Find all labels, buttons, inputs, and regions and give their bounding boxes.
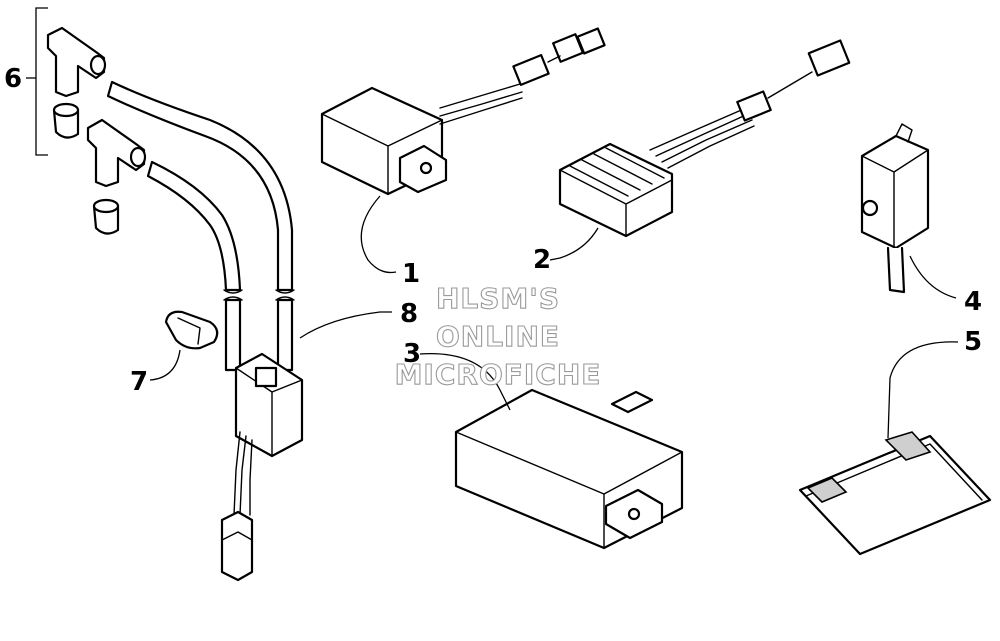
watermark-line-3: MICROFICHE: [395, 358, 602, 391]
leader-lines: [149, 195, 959, 439]
callout-7: 7: [130, 367, 148, 397]
part-3-ecu-box[interactable]: [454, 388, 684, 550]
callout-5: 5: [964, 327, 982, 357]
watermark-line-2: ONLINE: [436, 320, 560, 353]
part-4-sensor[interactable]: [860, 123, 930, 294]
part-7-clip[interactable]: [164, 310, 219, 350]
part-2-regulator[interactable]: [558, 39, 851, 238]
callout-8: 8: [400, 299, 418, 329]
callout-2: 2: [533, 245, 551, 275]
part-5-decal[interactable]: [798, 431, 992, 556]
callout-3: 3: [403, 339, 421, 369]
part-1-module[interactable]: [320, 27, 606, 196]
part-8-ignition-coil[interactable]: [106, 80, 304, 582]
callout-4: 4: [964, 287, 982, 317]
watermark-line-1: HLSM'S: [436, 282, 560, 315]
watermark: HLSM'S ONLINE MICROFICHE: [394, 281, 602, 391]
callout-6: 6: [4, 64, 22, 94]
callout-1: 1: [402, 259, 420, 289]
part-6-spark-plug-caps[interactable]: [26, 7, 147, 235]
